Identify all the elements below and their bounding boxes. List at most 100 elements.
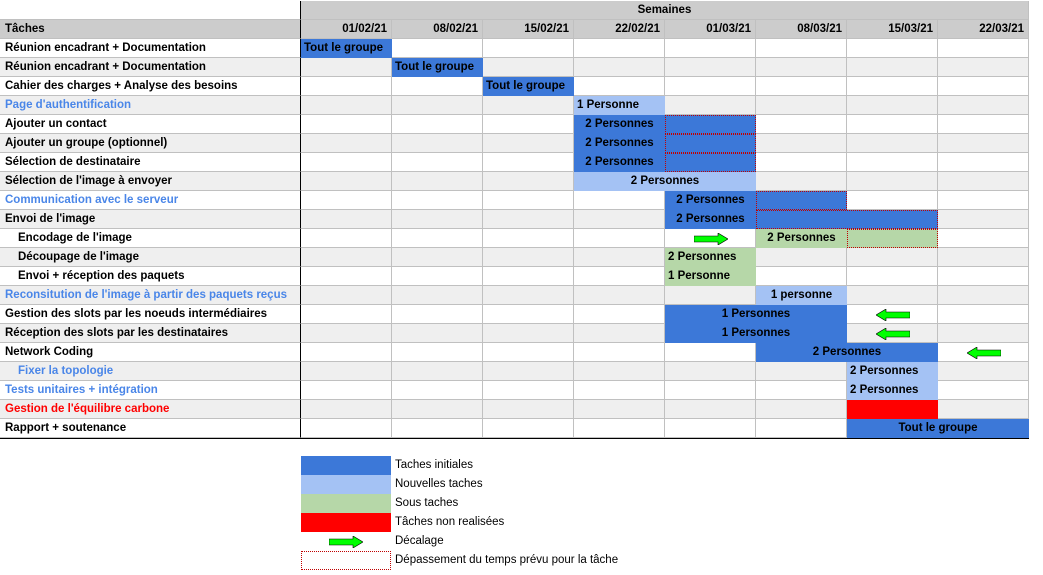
grid-cell[interactable]: [392, 381, 483, 400]
grid-cell[interactable]: [756, 77, 847, 96]
task-bar[interactable]: 2 Personnes: [847, 362, 938, 381]
task-bar[interactable]: 2 Personnes: [665, 191, 756, 210]
grid-cell[interactable]: [392, 172, 483, 191]
grid-cell[interactable]: [938, 381, 1029, 400]
task-bar[interactable]: 2 Personnes: [756, 343, 938, 362]
grid-cell[interactable]: [392, 191, 483, 210]
grid-cell[interactable]: [392, 324, 483, 343]
grid-cell[interactable]: [938, 134, 1029, 153]
grid-cell[interactable]: [574, 381, 665, 400]
grid-cell[interactable]: [938, 286, 1029, 305]
grid-cell[interactable]: [847, 96, 938, 115]
grid-cell[interactable]: [938, 229, 1029, 248]
grid-cell[interactable]: [938, 172, 1029, 191]
task-bar[interactable]: 1 Personnes: [665, 305, 847, 324]
task-bar[interactable]: 2 Personnes: [756, 229, 847, 248]
grid-cell[interactable]: [938, 362, 1029, 381]
grid-cell[interactable]: [938, 153, 1029, 172]
grid-cell[interactable]: [301, 381, 392, 400]
grid-cell[interactable]: [483, 58, 574, 77]
grid-cell[interactable]: [483, 229, 574, 248]
grid-cell[interactable]: [392, 210, 483, 229]
grid-cell[interactable]: [483, 210, 574, 229]
grid-cell[interactable]: [483, 362, 574, 381]
task-name-cell[interactable]: Réception des slots par les destinataire…: [0, 324, 301, 343]
grid-cell[interactable]: [756, 248, 847, 267]
task-bar[interactable]: Tout le groupe: [301, 39, 392, 58]
grid-cell[interactable]: [392, 343, 483, 362]
task-name-cell[interactable]: Rapport + soutenance: [0, 419, 301, 438]
task-bar[interactable]: 2 Personnes: [847, 381, 938, 400]
task-bar[interactable]: 1 personne: [756, 286, 847, 305]
grid-cell[interactable]: [665, 39, 756, 58]
grid-cell[interactable]: [574, 419, 665, 438]
grid-cell[interactable]: [483, 248, 574, 267]
grid-cell[interactable]: [938, 267, 1029, 286]
week-header-3[interactable]: 22/02/21: [574, 20, 665, 39]
task-name-cell[interactable]: Tests unitaires + intégration: [0, 381, 301, 400]
task-bar[interactable]: 2 Personnes: [574, 172, 756, 191]
grid-cell[interactable]: [574, 286, 665, 305]
grid-cell[interactable]: [392, 229, 483, 248]
grid-cell[interactable]: [756, 381, 847, 400]
task-name-cell[interactable]: Sélection de l'image à envoyer: [0, 172, 301, 191]
grid-cell[interactable]: [938, 248, 1029, 267]
task-bar[interactable]: Tout le groupe: [392, 58, 483, 77]
grid-cell[interactable]: [483, 191, 574, 210]
grid-cell[interactable]: [847, 134, 938, 153]
grid-cell[interactable]: [847, 153, 938, 172]
grid-cell[interactable]: [756, 39, 847, 58]
grid-cell[interactable]: [392, 39, 483, 58]
task-bar[interactable]: 2 Personnes: [665, 210, 756, 229]
task-name-cell[interactable]: Découpage de l'image: [0, 248, 301, 267]
week-header-2[interactable]: 15/02/21: [483, 20, 574, 39]
grid-cell[interactable]: [938, 39, 1029, 58]
task-name-cell[interactable]: Gestion des slots par les noeuds intermé…: [0, 305, 301, 324]
grid-cell[interactable]: [301, 400, 392, 419]
grid-cell[interactable]: [483, 400, 574, 419]
grid-cell[interactable]: [483, 343, 574, 362]
grid-cell[interactable]: [574, 191, 665, 210]
grid-cell[interactable]: [847, 248, 938, 267]
task-name-cell[interactable]: Réunion encadrant + Documentation: [0, 39, 301, 58]
grid-cell[interactable]: [665, 286, 756, 305]
grid-cell[interactable]: [756, 267, 847, 286]
grid-cell[interactable]: [938, 77, 1029, 96]
task-name-cell[interactable]: Envoi de l'image: [0, 210, 301, 229]
grid-cell[interactable]: [301, 286, 392, 305]
task-name-cell[interactable]: Reconsitution de l'image à partir des pa…: [0, 286, 301, 305]
grid-cell[interactable]: [392, 77, 483, 96]
grid-cell[interactable]: [665, 96, 756, 115]
grid-cell[interactable]: [392, 286, 483, 305]
grid-cell[interactable]: [301, 343, 392, 362]
task-bar[interactable]: Tout le groupe: [483, 77, 574, 96]
weeks-group-header[interactable]: Semaines: [301, 1, 1029, 20]
grid-cell[interactable]: [392, 419, 483, 438]
grid-cell[interactable]: [483, 115, 574, 134]
grid-cell[interactable]: [392, 96, 483, 115]
grid-cell[interactable]: [574, 400, 665, 419]
grid-cell[interactable]: [847, 191, 938, 210]
task-name-cell[interactable]: Fixer la topologie: [0, 362, 301, 381]
grid-cell[interactable]: [938, 58, 1029, 77]
grid-cell[interactable]: [483, 419, 574, 438]
grid-cell[interactable]: [392, 400, 483, 419]
grid-cell[interactable]: [847, 77, 938, 96]
task-name-cell[interactable]: Encodage de l'image: [0, 229, 301, 248]
grid-cell[interactable]: [665, 362, 756, 381]
grid-cell[interactable]: [756, 400, 847, 419]
grid-cell[interactable]: [665, 400, 756, 419]
grid-cell[interactable]: [938, 400, 1029, 419]
task-name-cell[interactable]: Ajouter un contact: [0, 115, 301, 134]
grid-cell[interactable]: [301, 115, 392, 134]
grid-cell[interactable]: [301, 229, 392, 248]
grid-cell[interactable]: [301, 58, 392, 77]
grid-cell[interactable]: [756, 96, 847, 115]
grid-cell[interactable]: [574, 229, 665, 248]
grid-cell[interactable]: [574, 267, 665, 286]
grid-cell[interactable]: [483, 39, 574, 58]
task-name-cell[interactable]: Ajouter un groupe (optionnel): [0, 134, 301, 153]
grid-cell[interactable]: [847, 115, 938, 134]
grid-cell[interactable]: [574, 77, 665, 96]
grid-cell[interactable]: [392, 362, 483, 381]
